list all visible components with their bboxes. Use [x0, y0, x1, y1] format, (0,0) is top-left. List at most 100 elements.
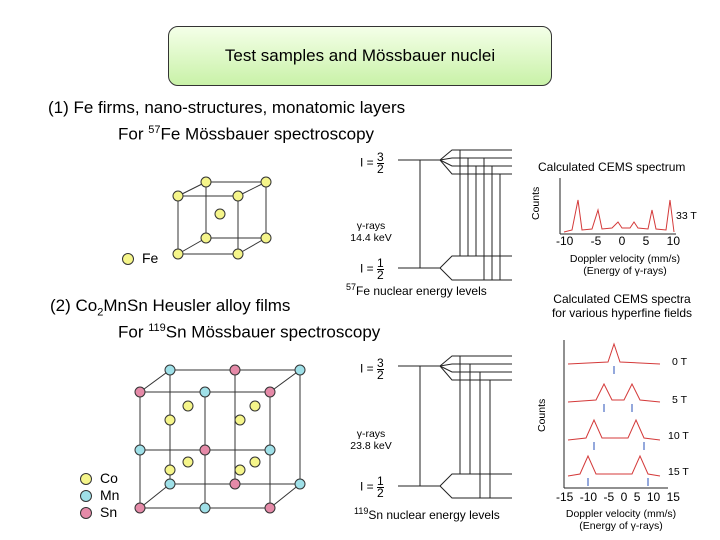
fe-atom [172, 248, 184, 260]
sn-tick: 0 [620, 490, 628, 504]
fe-field-label: 33 T [676, 210, 697, 222]
heusler-atoms [134, 364, 306, 514]
sn-tick: 15 [666, 490, 680, 504]
sn-atom [134, 502, 146, 514]
fe-levels-label: Fe nuclear energy levels [356, 284, 487, 298]
sn-gamma-line1: γ-rays [356, 428, 386, 440]
sn-tick: -5 [603, 490, 615, 504]
sn-gamma-label: γ-rays 23.8 keV [336, 428, 406, 452]
mn-atom [264, 444, 276, 456]
fe-atoms [172, 176, 272, 260]
legend-fe: Fe [122, 250, 158, 267]
sn-spin-upper-num: 3 [377, 356, 384, 370]
co-atom [249, 400, 261, 412]
section2-sub-rest: Sn Mössbauer spectroscopy [165, 322, 381, 342]
fe-legend-marker [122, 253, 134, 266]
title-box: Test samples and Mössbauer nuclei [168, 26, 552, 86]
fe-atom [214, 208, 226, 220]
fe-atom [260, 176, 272, 188]
sn-atom [264, 386, 276, 398]
sn-spectra [563, 340, 668, 489]
section2-heading-prefix: (2) Co [50, 296, 98, 315]
sn-energy-levels [398, 355, 512, 499]
mn-atom [199, 502, 211, 514]
co-atom [234, 414, 246, 426]
co-atom [249, 456, 261, 468]
fe-tick: 0 [618, 234, 626, 248]
legend-sn: Sn [80, 504, 119, 521]
fe-spin-lower-den: 2 [377, 268, 384, 282]
mn-atom [294, 478, 306, 490]
co-legend-label: Co [100, 470, 118, 486]
fe-spin-upper-den: 2 [377, 162, 384, 176]
co-atom [182, 400, 194, 412]
sn-atom [229, 478, 241, 490]
fe-tick: -5 [590, 234, 602, 248]
section2-subheading: For 119Sn Mössbauer spectroscopy [118, 322, 380, 343]
sn-xlabel: Doppler velocity (mm/s) (Energy of γ-ray… [556, 508, 686, 532]
sn-tick: -15 [556, 490, 574, 504]
co-legend-marker [80, 473, 92, 486]
sn-spin-upper-den: 2 [377, 368, 384, 382]
fe-gamma-line2: 14.4 keV [350, 232, 392, 244]
sn-legend-marker [80, 507, 92, 520]
sn-field-label-5: 5 T [672, 394, 687, 406]
co-atom [234, 464, 246, 476]
fe-xlabel-line1: Doppler velocity (mm/s) [569, 253, 681, 265]
fe-atom [200, 176, 212, 188]
mn-atom [294, 364, 306, 376]
sn-atom [229, 364, 241, 376]
section1-sub-rest: Fe Mössbauer spectroscopy [160, 124, 375, 144]
fe-legend-label: Fe [142, 250, 159, 266]
co-atom [164, 414, 176, 426]
fe-spectrum-title: Calculated CEMS spectrum [538, 160, 686, 174]
sn-tick-labels: -15 -10 -5 0 5 10 15 [556, 490, 680, 504]
section2-heading: (2) Co2MnSn Heusler alloy films [50, 296, 290, 318]
sn-tick: 5 [633, 490, 641, 504]
sn-xlabel-line1: Doppler velocity (mm/s) [565, 508, 677, 520]
mn-atom [199, 386, 211, 398]
section1-sub-prefix: For [118, 124, 149, 144]
fe-gamma-label: γ-rays 14.4 keV [336, 220, 406, 244]
section2-isotope-mass: 119 [148, 322, 166, 334]
section2-heading-rest: Mn [103, 296, 127, 315]
co-atom [164, 464, 176, 476]
fe-gamma-line1: γ-rays [356, 220, 386, 232]
sn-spin-lower-prefix: I = [360, 479, 374, 494]
section2-heading-sub: 2 [97, 306, 104, 319]
sn-atom [134, 386, 146, 398]
sn-spectrum-title: Calculated CEMS spectra for various hype… [534, 292, 710, 320]
sn-spectrum-title-line2: for various hyperfine fields [551, 306, 693, 320]
sn-spin-lower-num: 1 [377, 474, 384, 488]
legend-co: Co [80, 470, 119, 487]
sn-spin-lower-den: 2 [377, 486, 384, 500]
mn-atom [134, 444, 146, 456]
sn-atom [264, 502, 276, 514]
sn-field-label-15: 15 T [668, 466, 689, 478]
fe-atom [172, 190, 184, 202]
fe-tick: 5 [642, 234, 650, 248]
sn-spin-upper-prefix: I = [360, 361, 374, 376]
sn-field-label-0: 0 T [672, 356, 687, 368]
co-atom [182, 456, 194, 468]
mn-atom [164, 364, 176, 376]
page-title: Test samples and Mössbauer nuclei [224, 46, 496, 65]
sn-counts-label: Counts [536, 398, 548, 432]
sn-gamma-line2: 23.8 keV [350, 440, 392, 452]
sn-levels-mass: 119 [354, 506, 369, 516]
fe-levels-caption: 57Fe nuclear energy levels [346, 282, 487, 298]
fe-atom [232, 248, 244, 260]
fe-atom [260, 232, 272, 244]
sn-levels-label: Sn nuclear energy levels [368, 508, 500, 522]
mn-legend-marker [80, 490, 92, 503]
fe-spin-lower-num: 1 [377, 256, 384, 270]
sn-levels-caption: 119Sn nuclear energy levels [354, 506, 500, 522]
sn-atom [199, 444, 211, 456]
fe-tick: 10 [666, 234, 680, 248]
section2-sub-prefix: For [118, 322, 149, 342]
